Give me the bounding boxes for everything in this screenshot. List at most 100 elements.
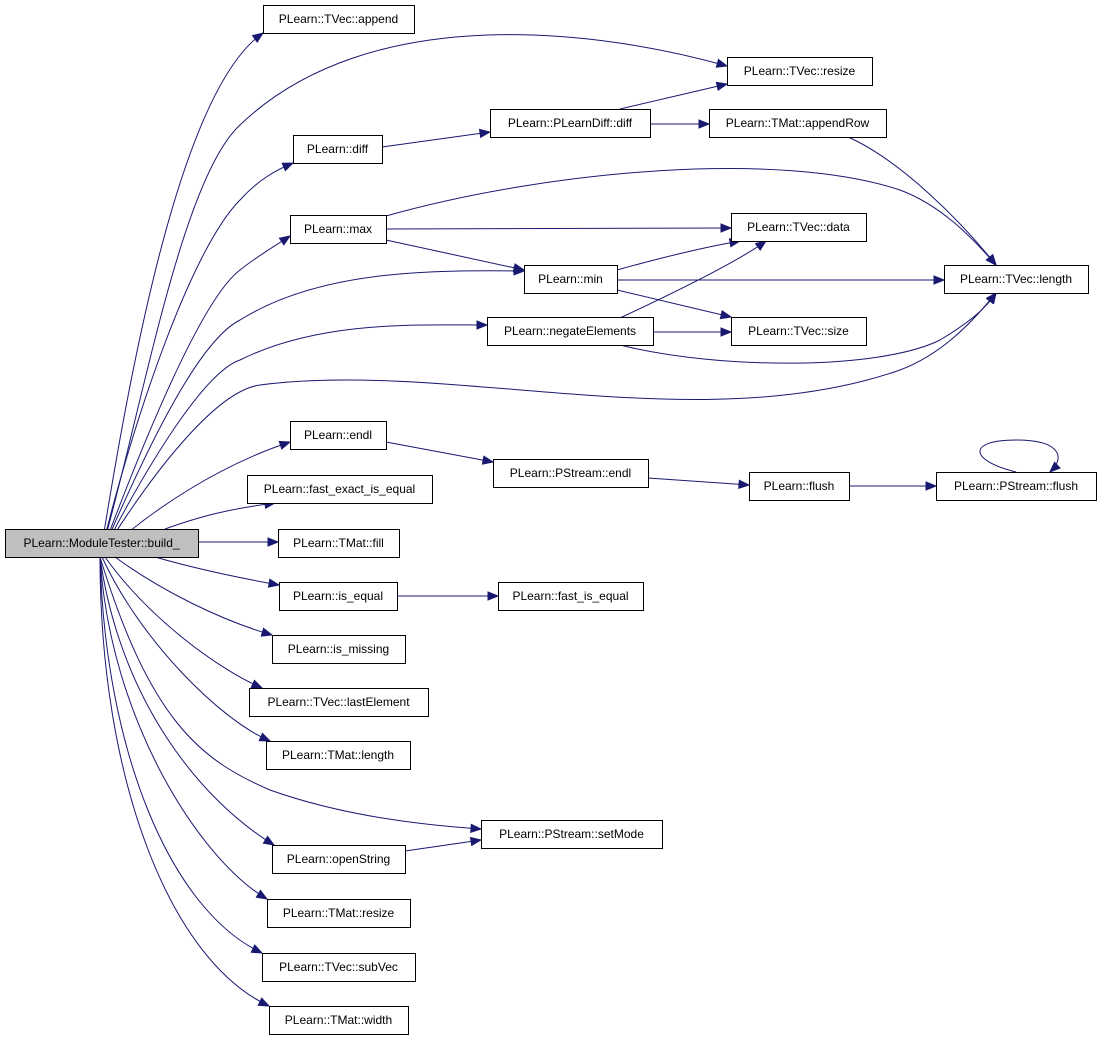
- edge-build-to-ismissing: [114, 556, 274, 637]
- node-box: [727, 57, 873, 86]
- arrowhead-icon: [986, 291, 997, 305]
- node-box: [481, 820, 663, 849]
- node-tvresize[interactable]: PLearn::TVec::resize: [727, 57, 873, 86]
- edge-build-to-isequal: [154, 556, 281, 588]
- edge-openstring-to-setmode: [404, 836, 483, 852]
- arrowhead-icon: [715, 58, 729, 68]
- edge-max-to-tvlength: [385, 168, 997, 267]
- edge-flush-to-psflush: [849, 481, 938, 491]
- node-psendl[interactable]: PLearn::PStream::endl: [493, 459, 649, 488]
- node-box: [272, 635, 406, 664]
- arrowhead-icon: [470, 823, 483, 834]
- node-box: [731, 317, 867, 346]
- edges-layer: [99, 32, 1061, 1007]
- node-label: PLearn::TMat::resize: [283, 906, 395, 920]
- node-label: PLearn::PStream::endl: [510, 466, 631, 480]
- node-tvsize[interactable]: PLearn::TVec::size: [731, 317, 867, 346]
- node-label: PLearn::max: [304, 222, 372, 236]
- arrowhead-icon: [251, 32, 265, 43]
- node-ismissing[interactable]: PLearn::is_missing: [272, 635, 406, 664]
- edge-build-to-min: [99, 266, 526, 558]
- node-lastelem[interactable]: PLearn::TVec::lastElement: [249, 688, 429, 717]
- node-label: PLearn::TVec::data: [747, 220, 850, 234]
- node-openstring[interactable]: PLearn::openString: [272, 845, 406, 874]
- node-tvappend[interactable]: PLearn::TVec::append: [263, 5, 415, 34]
- node-label: PLearn::TMat::length: [282, 748, 394, 762]
- node-max[interactable]: PLearn::max: [290, 215, 387, 244]
- node-box: [709, 109, 887, 138]
- node-min[interactable]: PLearn::min: [524, 265, 618, 294]
- node-label: PLearn::TVec::append: [279, 12, 398, 26]
- node-box: [498, 582, 644, 611]
- edge-build-to-fastexact: [164, 499, 277, 530]
- node-box: [266, 741, 411, 770]
- arrowhead-icon: [250, 679, 264, 689]
- edge-max-to-tvdata: [385, 223, 733, 233]
- arrowhead-icon: [487, 591, 500, 601]
- edge-diff-to-pldiff: [381, 128, 492, 148]
- edge-build-to-tmresize: [99, 556, 269, 900]
- node-box: [290, 421, 387, 450]
- arrowhead-icon: [262, 835, 276, 846]
- arrowhead-icon: [925, 481, 938, 491]
- edge-build-to-tmwidth: [99, 556, 271, 1007]
- node-tmfill[interactable]: PLearn::TMat::fill: [278, 529, 400, 558]
- node-fastequal[interactable]: PLearn::fast_is_equal: [498, 582, 644, 611]
- node-flush[interactable]: PLearn::flush: [749, 472, 850, 501]
- edge-build-to-tmfill: [198, 537, 280, 547]
- edge-negate-to-tvdata: [619, 240, 768, 319]
- node-label: PLearn::PStream::flush: [954, 479, 1078, 493]
- arrowhead-icon: [278, 235, 292, 246]
- node-negate[interactable]: PLearn::negateElements: [487, 317, 654, 346]
- node-tvlength[interactable]: PLearn::TVec::length: [944, 265, 1089, 294]
- edge-pldiff-to-tvresize: [619, 81, 729, 110]
- edge-build-to-setmode: [99, 556, 483, 834]
- arrowhead-icon: [469, 836, 483, 847]
- node-pldiff[interactable]: PLearn::PLearnDiff::diff: [490, 109, 651, 138]
- node-label: PLearn::PStream::setMode: [499, 827, 644, 841]
- node-label: PLearn::fast_exact_is_equal: [264, 482, 415, 496]
- node-label: PLearn::endl: [304, 428, 372, 442]
- node-label: PLearn::TVec::size: [748, 324, 849, 338]
- node-tmresize[interactable]: PLearn::TMat::resize: [267, 899, 411, 928]
- node-box: [490, 109, 651, 138]
- arrowhead-icon: [1049, 461, 1061, 473]
- node-label: PLearn::is_missing: [288, 642, 389, 656]
- node-label: PLearn::ModuleTester::build_: [23, 536, 179, 550]
- edge-build-to-max: [99, 235, 292, 558]
- node-isequal[interactable]: PLearn::is_equal: [279, 582, 398, 611]
- node-label: PLearn::PLearnDiff::diff: [508, 116, 633, 130]
- arrowhead-icon: [481, 455, 495, 465]
- node-psflush[interactable]: PLearn::PStream::flush: [936, 472, 1097, 501]
- node-box: [731, 213, 867, 242]
- node-build[interactable]: PLearn::ModuleTester::build_: [5, 529, 199, 558]
- node-label: PLearn::is_equal: [293, 589, 383, 603]
- node-tmwidth[interactable]: PLearn::TMat::width: [269, 1006, 409, 1035]
- node-endl[interactable]: PLearn::endl: [290, 421, 387, 450]
- node-setmode[interactable]: PLearn::PStream::setMode: [481, 820, 663, 849]
- arrowhead-icon: [985, 253, 997, 267]
- node-box: [944, 265, 1089, 294]
- arrowhead-icon: [715, 81, 729, 92]
- node-tvdata[interactable]: PLearn::TVec::data: [731, 213, 867, 242]
- node-label: PLearn::TMat::width: [285, 1013, 392, 1027]
- edge-negate-to-tvlength: [619, 291, 997, 364]
- node-label: PLearn::TVec::lastElement: [267, 695, 410, 709]
- edge-build-to-lastelem: [104, 556, 264, 689]
- node-diff[interactable]: PLearn::diff: [293, 135, 383, 164]
- node-box: [936, 472, 1097, 501]
- edge-build-to-negate: [99, 320, 489, 558]
- edge-build-to-diff: [99, 162, 295, 558]
- arrowhead-icon: [258, 732, 272, 742]
- arrowhead-icon: [738, 479, 751, 490]
- node-appendrow[interactable]: PLearn::TMat::appendRow: [709, 109, 887, 138]
- node-subvec[interactable]: PLearn::TVec::subVec: [262, 953, 416, 982]
- node-fastexact[interactable]: PLearn::fast_exact_is_equal: [247, 475, 433, 504]
- node-tmlength[interactable]: PLearn::TMat::length: [266, 741, 411, 770]
- arrowhead-icon: [267, 578, 281, 588]
- node-box: [749, 472, 850, 501]
- edge-build-to-openstring: [99, 556, 276, 846]
- node-box: [247, 475, 433, 504]
- arrowhead-icon: [698, 119, 711, 129]
